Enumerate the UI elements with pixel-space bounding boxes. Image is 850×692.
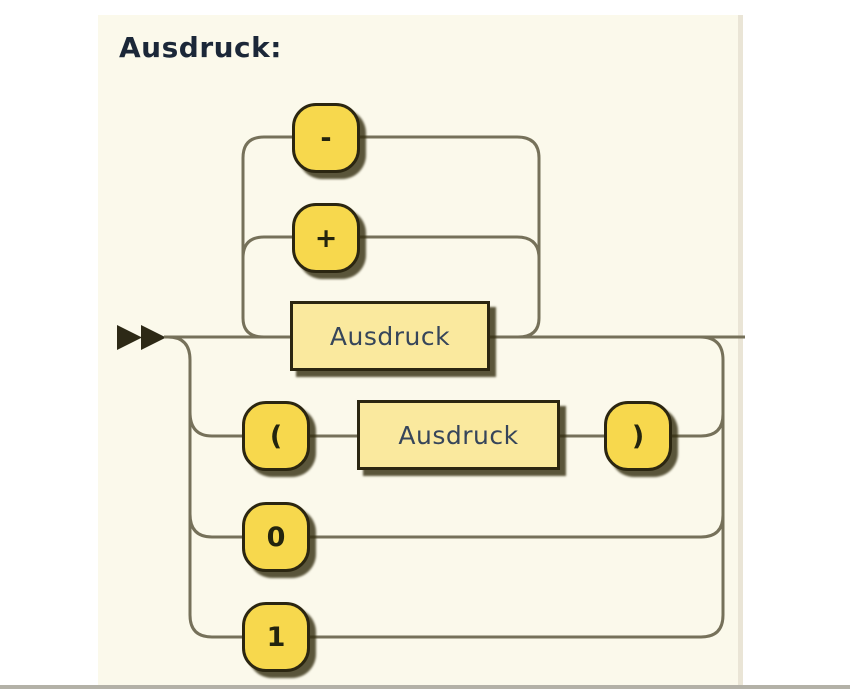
connector-line: [188, 411, 242, 438]
terminal-zero: 0: [242, 502, 310, 572]
nonterminal-ausdruck-nested: Ausdruck: [357, 400, 560, 470]
nonterminal-ausdruck-main: Ausdruck: [290, 301, 490, 371]
connector-line: [516, 135, 541, 339]
bottom-divider: [0, 685, 850, 689]
terminal-minus: -: [292, 103, 360, 173]
terminal-one: 1: [242, 602, 310, 672]
terminal-close-paren: ): [604, 401, 672, 471]
terminal-plus-label: +: [314, 222, 338, 254]
terminal-close-paren-label: ): [631, 420, 645, 452]
nonterminal-ausdruck-main-label: Ausdruck: [329, 321, 451, 351]
start-arrow-icon: [117, 325, 142, 350]
connector-line: [188, 513, 242, 539]
connector-line: [241, 235, 265, 259]
terminal-zero-label: 0: [266, 521, 286, 553]
connector-line: [241, 135, 265, 339]
terminal-open-paren: (: [242, 401, 310, 471]
connector-line: [516, 235, 541, 259]
rule-title: Ausdruck:: [119, 31, 282, 64]
start-arrow-icon: [141, 325, 166, 350]
connector-line: [167, 335, 242, 639]
connector-line: [700, 514, 725, 539]
connector-line: [700, 614, 725, 639]
terminal-one-label: 1: [266, 621, 286, 653]
nonterminal-ausdruck-nested-label: Ausdruck: [398, 420, 519, 450]
terminal-open-paren-label: (: [269, 420, 283, 452]
terminal-plus: +: [292, 203, 360, 273]
connector-line: [699, 335, 725, 615]
terminal-minus-label: -: [320, 122, 332, 154]
connector-line: [700, 413, 725, 438]
